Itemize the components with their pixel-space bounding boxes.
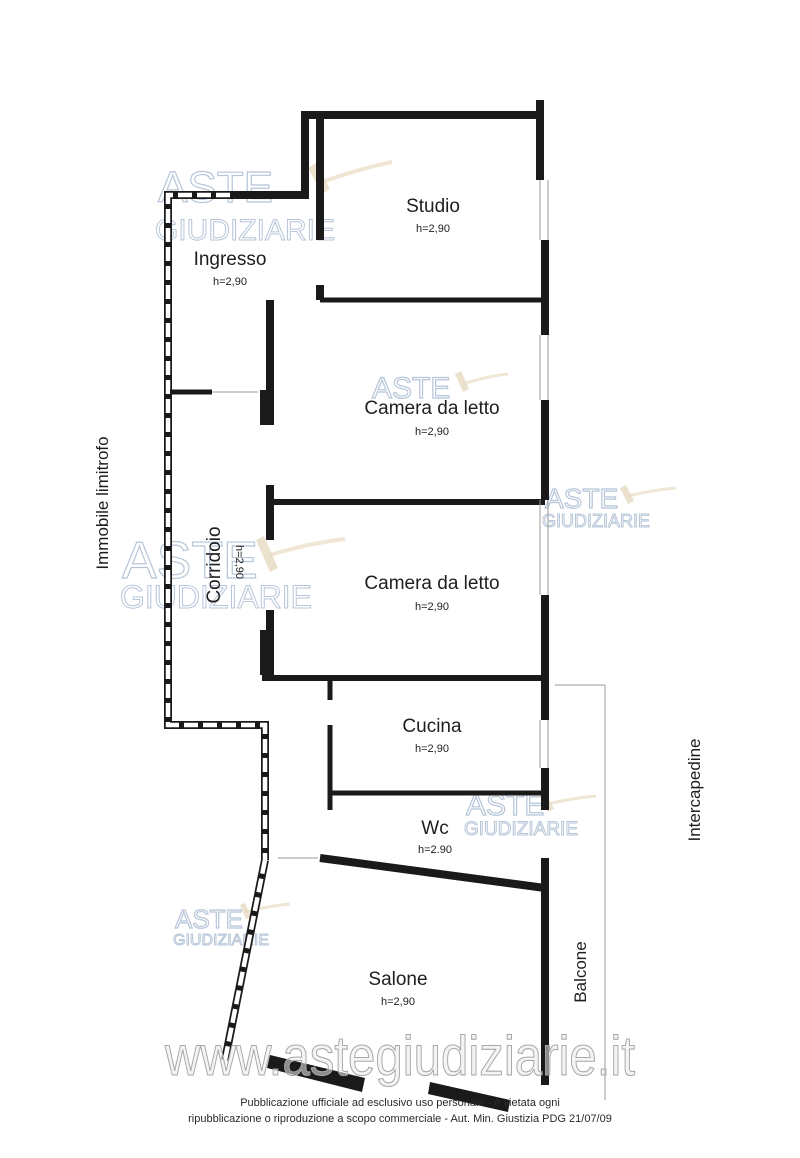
room-ingresso: Ingresso h=2,90 (194, 249, 267, 288)
svg-text:GIUDIZIARIE: GIUDIZIARIE (542, 511, 650, 531)
svg-text:ASTE: ASTE (372, 372, 450, 405)
label-balcone: Balcone (571, 941, 590, 1002)
room-height: h=2,90 (381, 996, 415, 1008)
room-name: Studio (406, 196, 460, 217)
svg-text:GIUDIZIARIE: GIUDIZIARIE (155, 214, 335, 247)
watermark-logo-1: ASTE GIUDIZIARIE (155, 160, 393, 248)
watermark-logo-4: ASTE GIUDIZIARIE (120, 531, 346, 616)
svg-text:ASTE: ASTE (122, 532, 258, 590)
room-salone: Salone h=2,90 (368, 969, 427, 1008)
label-immobile-limitrofo: Immobile limitrofo (93, 436, 112, 569)
svg-text:GIUDIZIARIE: GIUDIZIARIE (120, 579, 312, 615)
label-intercapedine: Intercapedine (685, 738, 704, 841)
room-name: Camera da letto (364, 398, 499, 419)
walls (164, 100, 606, 1112)
watermark-logo-6: ASTE GIUDIZIARIE (173, 902, 291, 950)
room-corridoio: Corridoio h=2,90 (204, 526, 245, 603)
room-studio: Studio h=2,90 (406, 196, 460, 235)
room-wc: Wc h=2.90 (418, 818, 452, 856)
svg-text:ASTE: ASTE (158, 163, 273, 212)
room-name: Cucina (402, 716, 462, 737)
room-height: h=2.90 (418, 844, 452, 856)
room-height: h=2,90 (213, 276, 247, 288)
footer-line-1: Pubblicazione ufficiale ad esclusivo uso… (240, 1097, 560, 1109)
watermark-website: www.astegiudiziarie.it (164, 1024, 635, 1087)
footer-line-2: ripubblicazione o riproduzione a scopo c… (188, 1113, 612, 1125)
room-name: Salone (368, 969, 427, 990)
room-height: h=2,90 (233, 545, 245, 579)
room-height: h=2,90 (416, 223, 450, 235)
room-name: Ingresso (194, 249, 267, 270)
room-height: h=2,90 (415, 601, 449, 613)
svg-text:GIUDIZIARIE: GIUDIZIARIE (464, 819, 578, 840)
svg-text:GIUDIZIARIE: GIUDIZIARIE (173, 932, 269, 949)
room-name: Camera da letto (364, 573, 499, 594)
room-height: h=2,90 (415, 743, 449, 755)
watermark-logo-5: ASTE GIUDIZIARIE (464, 788, 597, 841)
room-height: h=2,90 (415, 426, 449, 438)
room-camera-2: Camera da letto h=2,90 (364, 573, 499, 613)
room-name: Wc (421, 818, 448, 839)
room-cucina: Cucina h=2,90 (402, 716, 462, 755)
watermark-logo-2: ASTE (371, 371, 509, 406)
svg-text:ASTE: ASTE (545, 483, 618, 514)
room-camera-1: Camera da letto h=2,90 (364, 398, 499, 438)
watermark-logo-3: ASTE GIUDIZIARIE (542, 482, 677, 532)
room-name: Corridoio (204, 526, 225, 603)
svg-text:ASTE: ASTE (175, 904, 243, 934)
